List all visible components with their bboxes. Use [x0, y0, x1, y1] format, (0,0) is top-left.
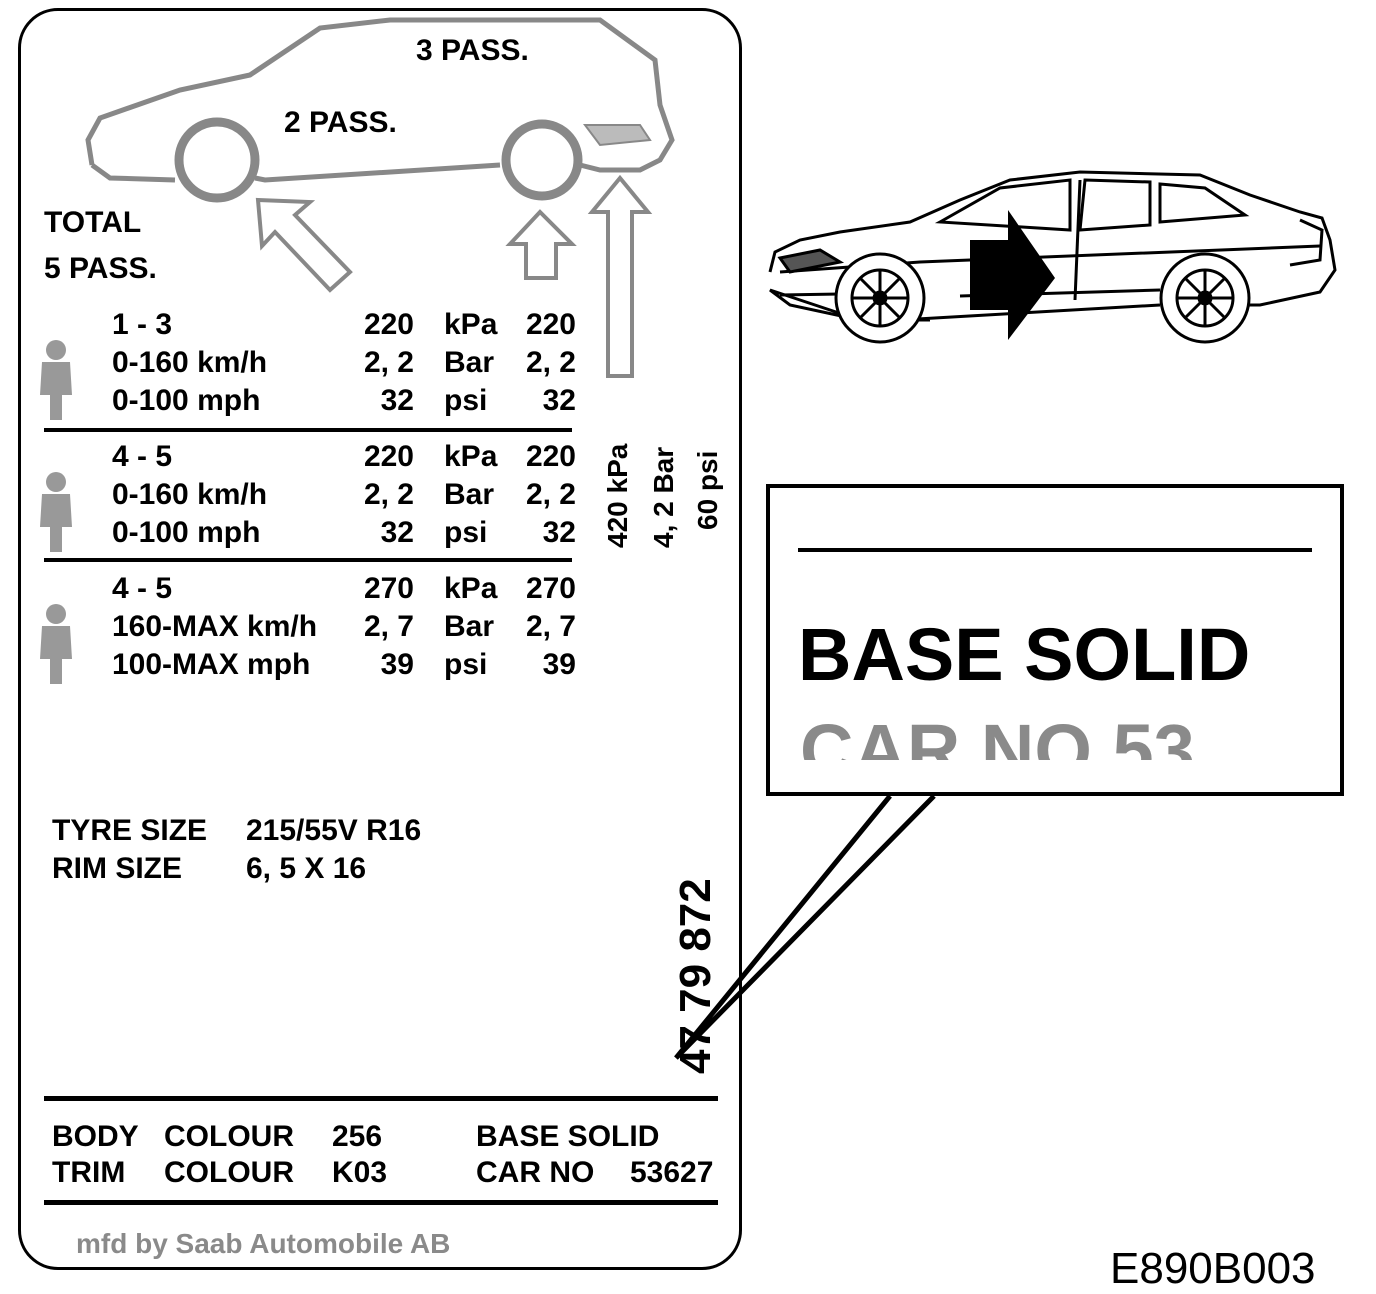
rear-wheel-on-label: [501, 119, 583, 201]
passenger-icon-3: [40, 604, 72, 684]
row3-front-kpa: 270: [363, 572, 414, 605]
row3-load: 4 - 5: [112, 572, 173, 605]
row3-rear-kpa: 270: [525, 572, 576, 605]
row1-rear-psi: 32: [542, 384, 576, 417]
row1-unit-psi: psi: [444, 384, 488, 417]
front-wheel-on-label: [174, 117, 260, 203]
row2-front-psi: 32: [380, 516, 414, 549]
total-pass-label: 5 PASS.: [44, 252, 157, 285]
passenger-icon-2: [40, 472, 72, 552]
rim-size-label: RIM SIZE: [52, 852, 183, 885]
row2-front-bar: 2, 2: [363, 478, 414, 511]
row3-unit-psi: psi: [444, 648, 488, 681]
callout-rule: [798, 548, 1312, 552]
trim-colour-word: COLOUR: [164, 1156, 294, 1189]
rear-pass-label: 3 PASS.: [416, 34, 529, 67]
row3-unit-bar: Bar: [444, 610, 495, 643]
row3-rear-bar: 2, 7: [525, 610, 576, 643]
colour-top-divider: [44, 1096, 718, 1101]
spare-psi: 60 psi: [692, 450, 723, 530]
row1-front-psi: 32: [380, 384, 414, 417]
spare-kpa: 420 kPa: [602, 443, 633, 548]
tyre-size-value: 215/55V R16: [246, 814, 422, 847]
row2-unit-kpa: kPa: [444, 440, 498, 473]
row1-front-bar: 2, 2: [363, 346, 414, 379]
spare-tyre-arrow: [587, 174, 653, 378]
row1-load: 1 - 3: [112, 308, 173, 341]
body-colour-code: 256: [332, 1120, 383, 1153]
row2-rear-kpa: 220: [525, 440, 576, 473]
row3-front-bar: 2, 7: [363, 610, 414, 643]
colour-bottom-divider: [44, 1200, 718, 1205]
manufacturer-text: mfd by Saab Automobile AB: [76, 1228, 451, 1259]
rim-size-value: 6, 5 X 16: [246, 852, 367, 885]
tyre-pressure-label: [18, 8, 742, 1270]
trim-colour-code: K03: [332, 1156, 388, 1189]
row2-rear-bar: 2, 2: [525, 478, 576, 511]
tyre-size-label: TYRE SIZE: [52, 814, 208, 847]
total-label: TOTAL: [44, 206, 142, 239]
row1-front-kpa: 220: [363, 308, 414, 341]
front-tyre-arrow: [255, 197, 353, 293]
row1-speed-kmh: 0-160 km/h: [112, 346, 268, 379]
row2-rear-psi: 32: [542, 516, 576, 549]
car-no-value: 53627: [630, 1156, 714, 1189]
body-label: BODY: [52, 1120, 139, 1153]
row2-speed-mph: 0-100 mph: [112, 516, 261, 549]
row3-rear-psi: 39: [542, 648, 576, 681]
row1-speed-mph: 0-100 mph: [112, 384, 261, 417]
row3-speed-kmh: 160-MAX km/h: [112, 610, 318, 643]
front-pass-label: 2 PASS.: [284, 106, 397, 139]
label-location-arrow: [970, 210, 1055, 340]
callout-box: BASE SOLID CAR NO 53: [766, 484, 1344, 796]
figure-code: E890B003: [1110, 1244, 1316, 1293]
row3-unit-kpa: kPa: [444, 572, 498, 605]
row1-unit-bar: Bar: [444, 346, 495, 379]
row-divider: [44, 428, 572, 432]
row1-rear-bar: 2, 2: [525, 346, 576, 379]
part-number: 47 79 872: [671, 878, 720, 1074]
row3-speed-mph: 100-MAX mph: [112, 648, 311, 681]
row2-speed-kmh: 0-160 km/h: [112, 478, 268, 511]
callout-paint-name: BASE SOLID: [798, 613, 1251, 696]
trim-label: TRIM: [52, 1156, 126, 1189]
paint-name: BASE SOLID: [476, 1120, 660, 1153]
row-divider: [44, 558, 572, 562]
row3-front-psi: 39: [380, 648, 414, 681]
row2-unit-bar: Bar: [444, 478, 495, 511]
rear-tyre-arrow: [505, 209, 577, 280]
row2-load: 4 - 5: [112, 440, 173, 473]
passenger-icon-1: [40, 340, 72, 420]
sedan-illustration: [768, 170, 1337, 344]
row1-rear-kpa: 220: [525, 308, 576, 341]
car-outline-on-label: [85, 17, 675, 183]
callout-car-no: CAR NO 53: [800, 714, 1195, 760]
row2-unit-psi: psi: [444, 516, 488, 549]
row1-unit-kpa: kPa: [444, 308, 498, 341]
spare-bar: 4, 2 Bar: [648, 446, 679, 548]
body-colour-word: COLOUR: [164, 1120, 294, 1153]
row2-front-kpa: 220: [363, 440, 414, 473]
car-no-label: CAR NO: [476, 1156, 595, 1189]
callout-pointer: [674, 794, 936, 1060]
